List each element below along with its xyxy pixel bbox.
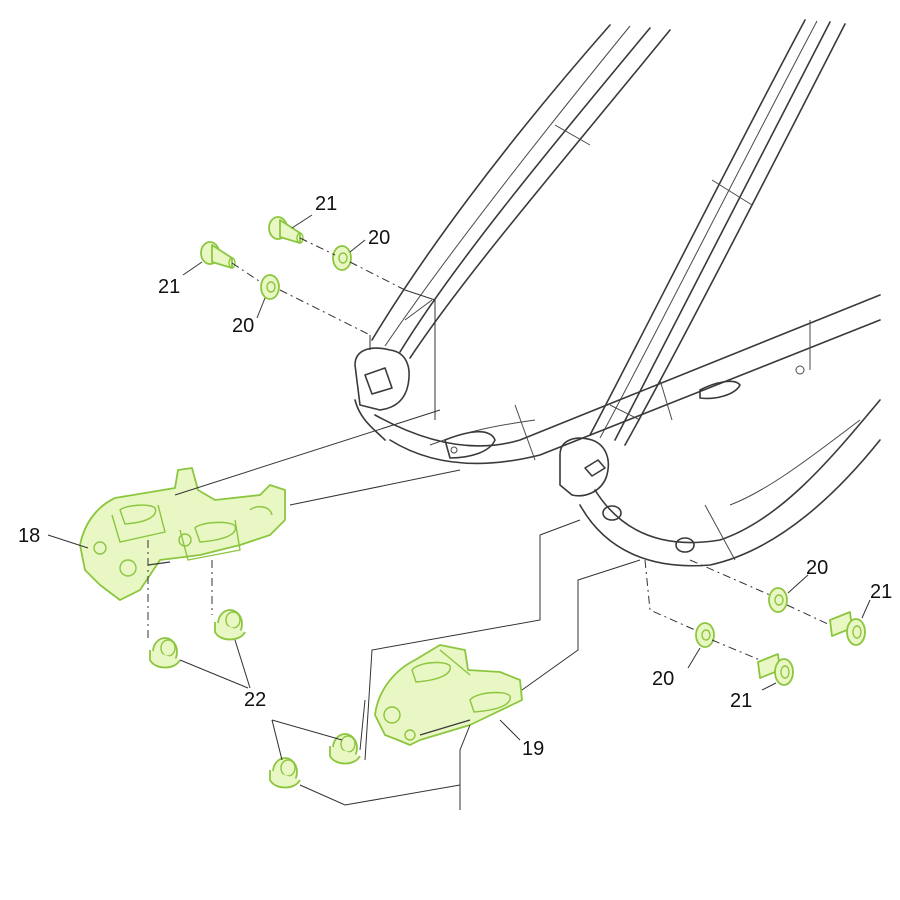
callout-22: 22 [244,689,266,711]
part-21-bolt-top-left [200,241,236,269]
part-20-washer-top-left [260,274,280,300]
part-21-bolt-right-lower [757,653,794,686]
left-chain-stay [374,294,881,465]
left-seat-stay [371,24,671,359]
callout-21-top-right: 21 [315,193,337,215]
callout-21-top-left: 21 [158,276,180,298]
part-22-spacer-a [149,637,181,669]
left-dropout [354,347,410,441]
part-20-washer-right-upper [768,587,788,613]
callout-20-top-right: 20 [368,227,390,249]
right-dropout [559,437,610,497]
part-22-spacer-d [329,733,361,765]
part-21-bolt-top-right [268,216,304,244]
callout-leaders [47,214,871,761]
callout-20-right-lower: 20 [652,668,674,690]
callout-20-right-upper: 20 [806,557,828,579]
part-22-spacer-c [269,757,301,789]
callout-21-right-upper: 21 [870,581,892,603]
right-chain-stay [579,399,881,567]
part-22-spacer-b [214,609,246,641]
callout-18: 18 [18,525,40,547]
part-20-washer-right-lower [695,622,715,648]
part-20-washer-top-right [332,245,352,271]
callout-19: 19 [522,738,544,760]
assembly-lines [147,237,831,810]
right-seat-stay [589,19,846,446]
callout-20-top-left: 20 [232,315,254,337]
callout-21-right-lower: 21 [730,690,752,712]
part-21-bolt-right-upper [829,611,866,646]
part-18-hanger [79,467,286,601]
part-19-plate [374,644,523,746]
